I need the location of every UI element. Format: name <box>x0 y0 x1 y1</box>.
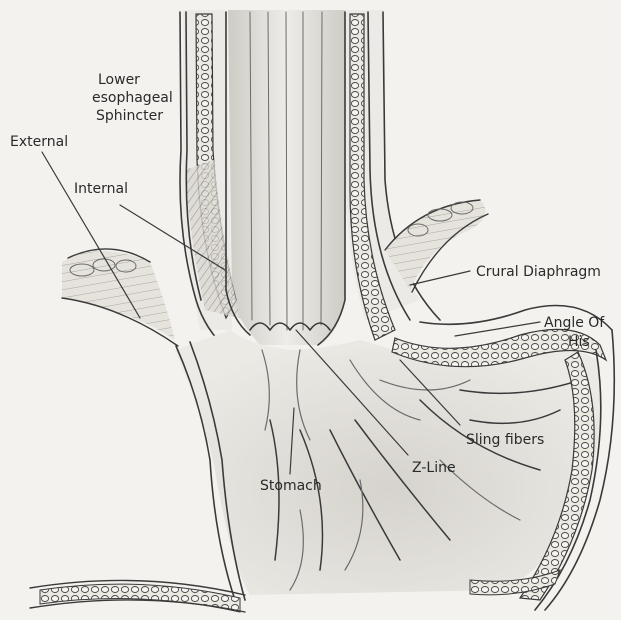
label-z-line: Z-Line <box>412 460 456 476</box>
label-les-line1: Lower <box>98 72 140 88</box>
label-angle-of-his-line1: Angle Of <box>544 315 605 331</box>
label-angle-of-his-line2: His <box>568 334 590 350</box>
label-les-line2: esophageal <box>92 90 173 106</box>
label-internal: Internal <box>74 181 128 197</box>
diaphragm-crus-left <box>62 249 178 346</box>
stomach <box>30 306 614 613</box>
label-sling-fibers: Sling fibers <box>466 432 544 448</box>
label-external: External <box>10 134 68 150</box>
esophagus <box>180 10 440 350</box>
label-les-line3: Sphincter <box>96 108 163 124</box>
label-stomach: Stomach <box>260 478 322 494</box>
label-crural-diaphragm: Crural Diaphragm <box>476 264 601 280</box>
